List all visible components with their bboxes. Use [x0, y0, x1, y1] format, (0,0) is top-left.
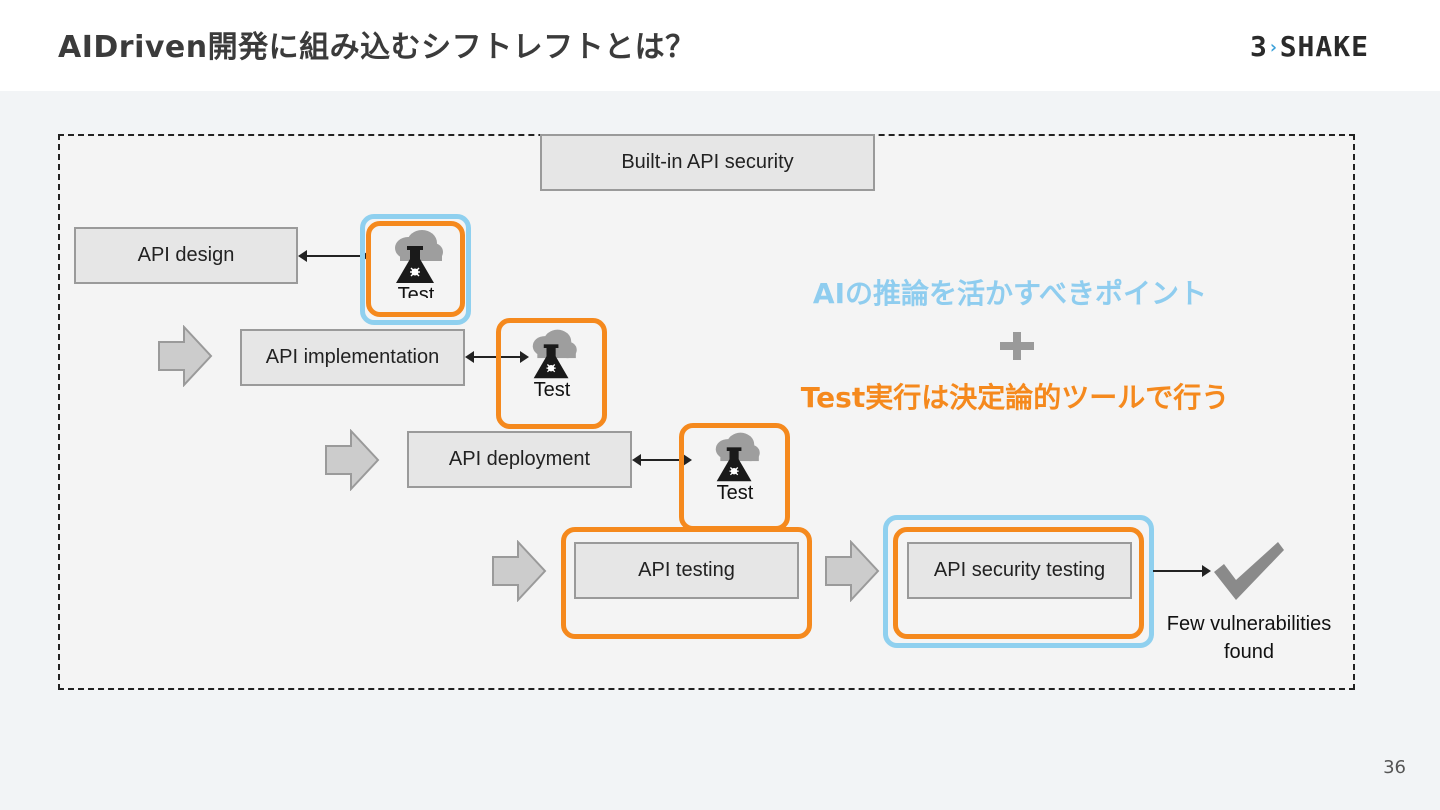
- test-label: Test: [716, 482, 754, 504]
- stage-api-security-testing: API security testing: [907, 542, 1132, 599]
- stage-label: API testing: [638, 559, 735, 581]
- stage-api-testing: API testing: [574, 542, 799, 599]
- deterministic-highlight-frame: [561, 527, 812, 639]
- result-text: Few vulnerabilities found: [1150, 610, 1348, 666]
- deterministic-highlight-frame: [893, 527, 1144, 639]
- checkmark-icon: [1214, 542, 1284, 600]
- deterministic-callout: Test実行は決定論的ツールで行う: [800, 381, 1230, 414]
- deterministic-highlight-frame: [496, 318, 607, 429]
- flow-block-arrow-icon: [157, 325, 213, 387]
- test-flask-icon: [705, 429, 765, 484]
- ai-highlight-frame: [360, 214, 471, 325]
- deterministic-highlight-frame: [366, 221, 465, 317]
- stage-label: API deployment: [448, 448, 591, 470]
- stage-label: API implementation: [265, 346, 440, 368]
- logo-digit: 3: [1250, 30, 1268, 63]
- result-line-1: Few vulnerabilities: [1166, 613, 1332, 635]
- test-label: Test: [397, 284, 435, 298]
- company-logo: 3›SHAKE: [1250, 30, 1369, 63]
- banner-label: Built-in API security: [621, 151, 794, 173]
- stage-api-implementation: API implementation: [240, 329, 465, 386]
- test-flask-icon: [522, 326, 582, 381]
- flow-block-arrow-icon: [824, 540, 880, 602]
- stage-label: API security testing: [933, 559, 1106, 581]
- test-tile: Test: [509, 326, 595, 402]
- ai-highlight-frame: [883, 515, 1154, 648]
- test-tile: Test: [692, 429, 778, 505]
- slide-title: AIDriven開発に組み込むシフトレフトとは？: [58, 30, 696, 65]
- flow-block-arrow-icon: [324, 429, 380, 491]
- test-tile: Test: [373, 226, 459, 302]
- result-arrow: [1153, 565, 1211, 577]
- ai-point-callout: AIの推論を活かすべきポイント: [812, 277, 1208, 310]
- plus-icon: [1000, 332, 1034, 360]
- stage-label: API design: [137, 244, 235, 266]
- test-flask-icon: [386, 226, 446, 286]
- logo-arrow-icon: ›: [1267, 37, 1280, 58]
- stage-api-design: API design: [74, 227, 298, 284]
- bidirectional-arrow: [298, 250, 370, 262]
- result-line-2: found: [1223, 641, 1275, 663]
- banner-box: Built-in API security: [540, 134, 875, 191]
- logo-wordmark: SHAKE: [1279, 30, 1369, 63]
- slide-header: AIDriven開発に組み込むシフトレフトとは？ 3›SHAKE: [0, 0, 1440, 91]
- page-number: 36: [1383, 757, 1406, 778]
- bidirectional-arrow: [632, 454, 692, 466]
- stage-api-deployment: API deployment: [407, 431, 632, 488]
- test-label: Test: [533, 379, 571, 401]
- flow-block-arrow-icon: [491, 540, 547, 602]
